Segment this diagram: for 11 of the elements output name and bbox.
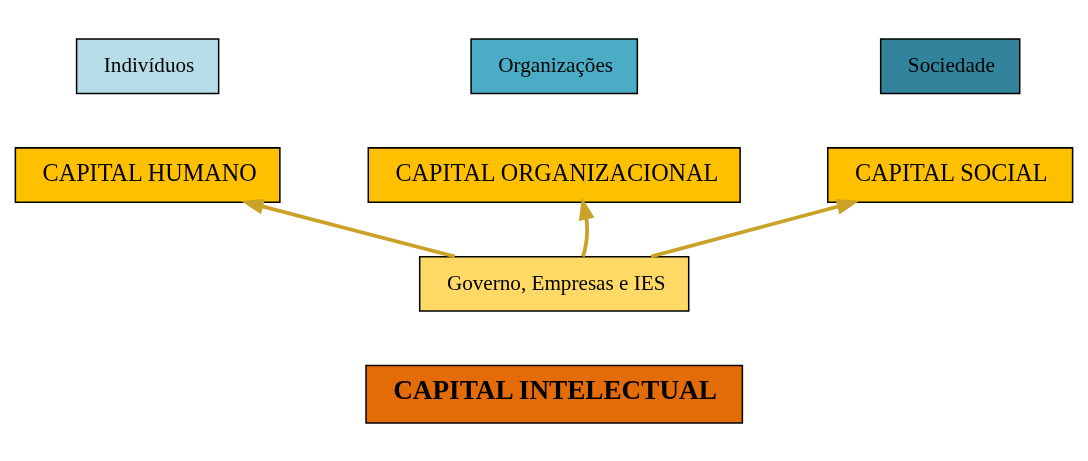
node-box: CAPITAL HUMANO [14, 146, 281, 203]
node-box: CAPITAL SOCIAL [827, 146, 1074, 203]
node-box: Organizações [470, 37, 639, 94]
node-box: Indivíduos [75, 37, 220, 94]
arrow [241, 198, 456, 258]
node-box: CAPITAL ORGANIZACIONAL [367, 146, 741, 203]
node-box: Sociedade [879, 37, 1021, 94]
node-box: Governo, Empresas e IES [418, 255, 690, 312]
node-box: CAPITAL INTELECTUAL [365, 364, 744, 424]
arrow [578, 196, 595, 257]
arrow [650, 198, 860, 258]
